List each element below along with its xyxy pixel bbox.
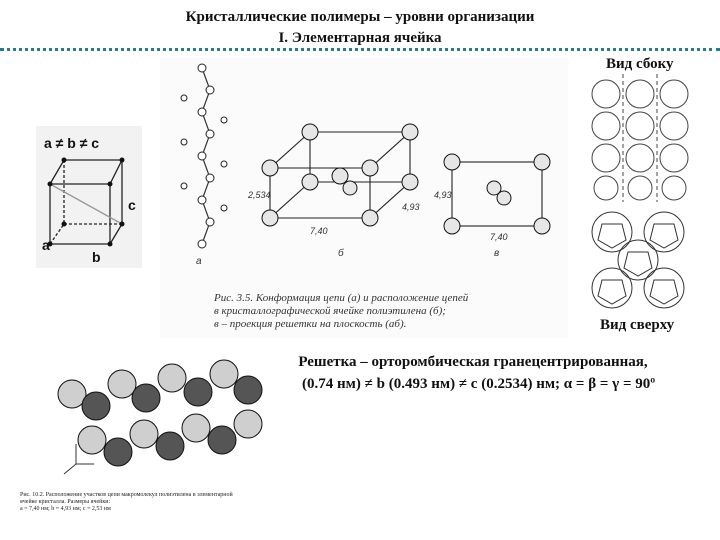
- label-b: б: [338, 247, 344, 259]
- dim-b: 4,93: [402, 202, 420, 212]
- slide-title: Кристаллические полимеры – уровни органи…: [185, 9, 535, 25]
- axis-a-label: a: [42, 237, 50, 253]
- slide-subtitle: I. Элементарная ячейка: [278, 30, 442, 46]
- figure-3-5-drawing: а 2,534 7,40 4,93 б 4,9: [180, 63, 551, 267]
- dim-a: 7,40: [310, 226, 328, 236]
- top-view-image: [586, 206, 690, 314]
- unit-cell-diagram: a ≠ b ≠ c c a b: [36, 126, 142, 268]
- figure-3-5-caption: Рис. 3.5. Конформация цепи (а) и располо…: [214, 292, 468, 331]
- lattice-line1: Решетка – орторомбическая гранецентриров…: [298, 354, 648, 370]
- caption-line: a = 7,40 нм; b = 4,93 нм; c = 2,53 нм: [20, 506, 111, 512]
- chain-atoms: [180, 63, 228, 249]
- figure-10-2-image: [12, 344, 298, 490]
- dim-c: 2,534: [247, 190, 271, 200]
- top-view-drawing: [591, 211, 685, 309]
- label-a: а: [196, 256, 202, 267]
- axes-triad: [63, 444, 94, 475]
- caption-line: в – проекция решетки на плоскость (аб).: [214, 318, 407, 330]
- caption-line: ячейке кристалла. Размеры ячейки:: [20, 499, 111, 505]
- figure-10-2-caption: Рис. 10.2. Расположение участков цепи ма…: [20, 492, 233, 513]
- axis-b-label: b: [92, 249, 101, 265]
- projection-box: [451, 161, 543, 227]
- figure-10-2-drawing: [57, 359, 263, 475]
- title-divider: [0, 48, 720, 51]
- cell-box: [48, 159, 124, 245]
- unit-cell-drawing: a ≠ b ≠ c c a b: [42, 135, 136, 265]
- cell-corner-atoms: [47, 157, 125, 247]
- dim-a2: 7,40: [490, 232, 508, 242]
- caption-line: Рис. 10.2. Расположение участков цепи ма…: [20, 492, 233, 498]
- lattice-line2: a (0.74 нм) ≠ b (0.493 нм) ≠ с (0.2534) …: [290, 376, 656, 392]
- packed-spheres: [57, 359, 263, 467]
- caption-line: в кристаллографической ячейке полиэтилен…: [214, 305, 446, 317]
- cell-condition: a ≠ b ≠ c: [44, 135, 99, 151]
- cell-3d-spheres: [261, 123, 419, 227]
- label-v: в: [494, 248, 499, 259]
- projection-spheres: [443, 153, 551, 235]
- side-view-label: Вид сбоку: [606, 56, 674, 72]
- figure-3-5-panel: а 2,534 7,40 4,93 б 4,9: [160, 58, 568, 338]
- side-view-image: [578, 74, 690, 202]
- caption-line: Рис. 3.5. Конформация цепи (а) и располо…: [214, 292, 469, 304]
- dim-b2: 4,93: [434, 190, 452, 200]
- axis-c-label: c: [128, 197, 136, 213]
- side-view-drawing: [591, 74, 689, 202]
- top-view-label: Вид сверху: [600, 317, 675, 333]
